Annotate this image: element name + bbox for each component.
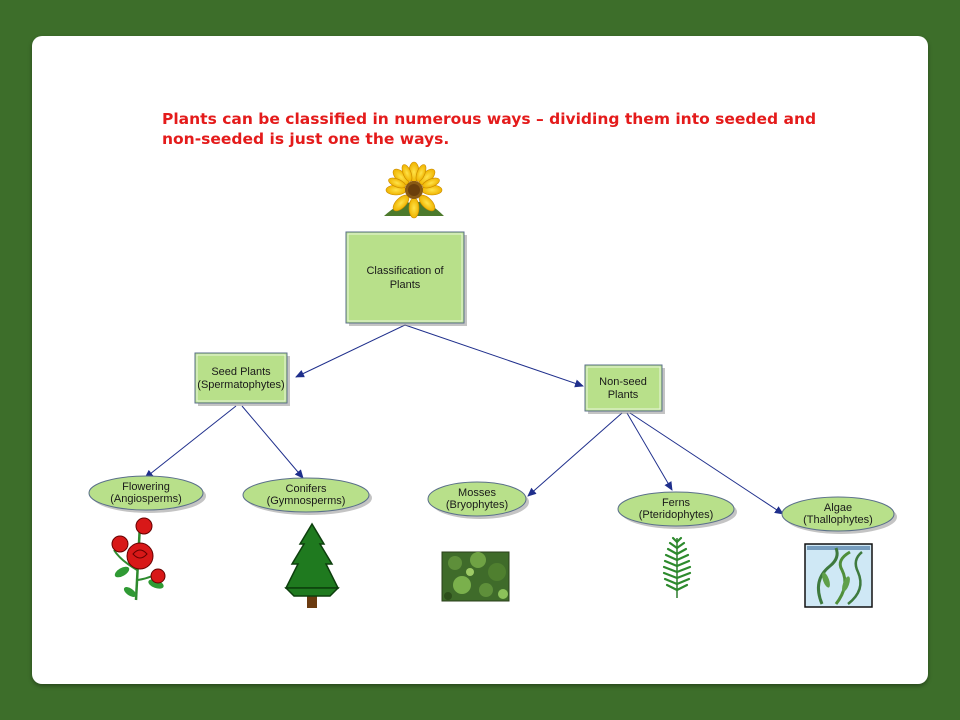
seed-label-line-1: Seed Plants <box>211 366 271 378</box>
node-classification-root: Classification of Plants <box>345 231 467 326</box>
arrow-nonseed-to-ferns <box>626 412 673 491</box>
node-seed-plants: Seed Plants (Spermatophytes) <box>194 352 290 406</box>
conifers-label-line-1: Conifers <box>286 483 327 495</box>
pine-tree-image <box>284 522 340 608</box>
arrow-root-to-seed <box>295 324 406 378</box>
mosses-label-line-2: (Bryophytes) <box>446 499 508 511</box>
nonseed-label-line-1: Non-seed <box>599 376 647 388</box>
algae-label-line-2: (Thallophytes) <box>803 514 873 526</box>
root-label-line-1: Classification of <box>366 265 444 277</box>
algae-picture-image <box>804 543 873 608</box>
node-flowering: Flowering (Angiosperms) <box>88 475 206 513</box>
seed-label-line-2: (Spermatophytes) <box>197 379 284 391</box>
node-conifers: Conifers (Gymnosperms) <box>242 477 372 515</box>
arrow-nonseed-to-algae <box>629 412 784 515</box>
node-non-seed-plants: Non-seed Plants <box>584 364 665 414</box>
nonseed-label-line-2: Plants <box>608 389 639 401</box>
ferns-label-line-2: (Pteridophytes) <box>639 509 714 521</box>
flowering-label-line-1: Flowering <box>122 481 170 493</box>
arrow-nonseed-to-mosses <box>527 412 623 497</box>
conifers-label-line-2: (Gymnosperms) <box>267 495 346 507</box>
fern-frond-image <box>662 536 692 598</box>
algae-label-line-1: Algae <box>824 502 852 514</box>
arrow-root-to-nonseed <box>404 324 584 388</box>
caption-line-1: Plants can be classified in numerous way… <box>162 110 817 128</box>
ferns-label-line-1: Ferns <box>662 497 691 509</box>
node-ferns: Ferns (Pteridophytes) <box>617 491 737 529</box>
root-label-line-2: Plants <box>390 279 421 291</box>
mosses-label-line-1: Mosses <box>458 487 496 499</box>
sunflower-image <box>384 161 444 219</box>
flowering-label-line-2: (Angiosperms) <box>110 493 182 505</box>
caption-line-2: non-seeded is just one the ways. <box>162 130 450 148</box>
rose-image <box>111 517 166 601</box>
caption-text: Plants can be classified in numerous way… <box>162 109 862 149</box>
arrow-seed-to-conifers <box>241 405 304 479</box>
node-algae: Algae (Thallophytes) <box>781 496 897 534</box>
connector-lines <box>144 324 784 515</box>
node-mosses: Mosses (Bryophytes) <box>427 481 529 519</box>
arrow-seed-to-flowering <box>144 405 237 479</box>
moss-patch-image <box>441 551 510 602</box>
